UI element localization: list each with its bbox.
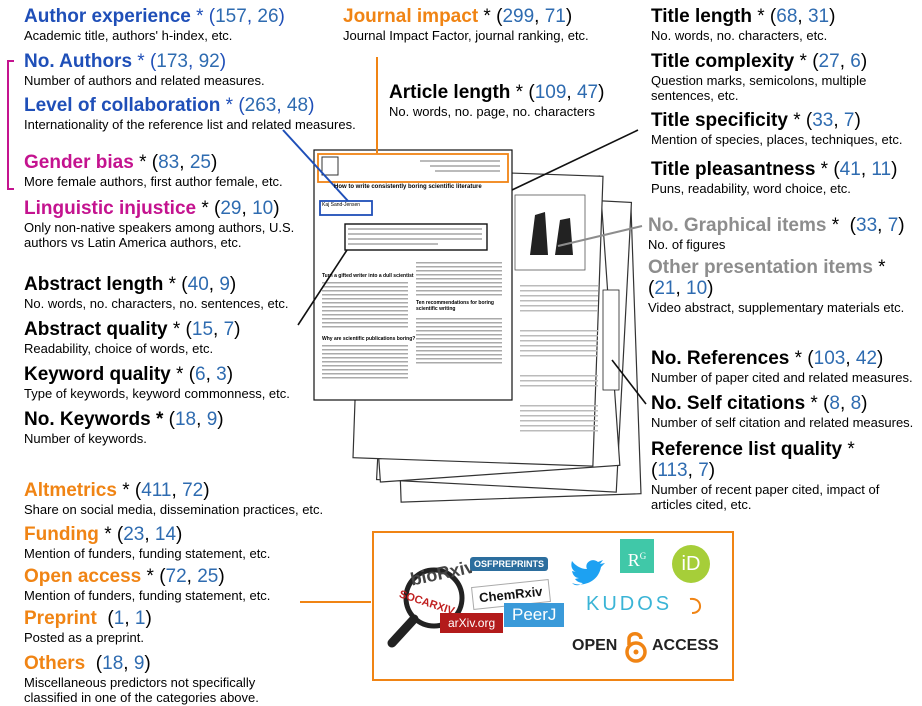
researchgate-logo: RG: [620, 539, 654, 573]
peerj-logo: PeerJ: [504, 603, 565, 627]
no-authors: No. Authors * (173, 92) Number of author…: [24, 51, 265, 88]
author-experience: Author experience * (157, 26) Academic t…: [24, 6, 285, 43]
open-access-lock-icon: [624, 631, 648, 668]
no-keywords: No. Keywords * (18, 9) Number of keyword…: [24, 409, 224, 446]
altmetrics: Altmetrics * (411, 72) Share on social m…: [24, 480, 324, 517]
gender-bracket: [7, 60, 14, 190]
arxiv-logo: arXiv.org: [440, 613, 504, 633]
abstract-connector: [297, 249, 348, 326]
graphics-connector: [557, 225, 643, 247]
open-science-logos: bioRxiv OSFPREPRINTS ChemRxiv SOCARXIV a…: [372, 531, 734, 681]
paper-section-3: Ten recommendations for boring scientifi…: [416, 300, 494, 312]
keyword-quality: Keyword quality * (6, 3) Type of keyword…: [24, 364, 290, 401]
paper-section-2: Why are scientific publications boring?: [322, 336, 416, 342]
article-length: Article length * (109, 47) No. words, no…: [389, 82, 605, 119]
abstract-highlight: [344, 223, 488, 251]
twitter-icon: [570, 559, 606, 596]
paper-stack: [313, 149, 642, 503]
abstract-quality: Abstract quality * (15, 7) Readability, …: [24, 319, 241, 356]
magnifier-icon: [384, 563, 474, 653]
references-connector: [611, 359, 647, 405]
title-pleasantness: Title pleasantness * (41, 11) Puns, read…: [651, 159, 898, 196]
title-specificity: Title specificity * (33, 7) Mention of s…: [651, 110, 903, 147]
orcid-logo: iD: [672, 545, 710, 583]
no-references: No. References * (103, 42) Number of pap…: [651, 348, 913, 385]
no-graphical-items: No. Graphical items * (33, 7) No. of fig…: [648, 215, 905, 252]
abstract-length: Abstract length * (40, 9) No. words, no.…: [24, 274, 289, 311]
paper-section-1: Turn a gifted writer into a dull scienti…: [322, 273, 414, 279]
title-length: Title length * (68, 31) No. words, no. c…: [651, 6, 836, 43]
preprint: Preprint (1, 1) Posted as a preprint.: [24, 608, 152, 645]
gender-bias: Gender bias * (83, 25) More female autho…: [24, 152, 283, 189]
open-access-text-open: OPEN: [572, 637, 618, 654]
journal-impact: Journal impact * (299, 71) Journal Impac…: [343, 6, 589, 43]
paper-title: How to write consistently boring scienti…: [334, 184, 482, 190]
kudos-logo: KUDOS: [586, 593, 673, 615]
osf-preprints-logo: OSFPREPRINTS: [470, 557, 549, 571]
title-connector: [511, 129, 639, 191]
open-access-text-access: ACCESS: [652, 637, 719, 654]
kudos-swirl-icon: [686, 595, 708, 622]
others: Others (18, 9) Miscellaneous predictors …: [24, 653, 259, 705]
linguistic-injustice: Linguistic injustice * (29, 10) Only non…: [24, 198, 295, 250]
open-access: Open access * (72, 25) Mention of funder…: [24, 566, 271, 603]
collaboration-connector: [282, 129, 349, 202]
no-self-citations: No. Self citations * (8, 8) Number of se…: [651, 393, 914, 430]
level-of-collaboration: Level of collaboration * (263, 48) Inter…: [24, 95, 356, 132]
title-complexity: Title complexity * (27, 6) Question mark…: [651, 51, 868, 103]
affiliation-highlight: [319, 200, 373, 216]
paper-author: Kaj Sand-Jensen: [322, 202, 361, 208]
reference-list-quality: Reference list quality * (113, 7) Number…: [651, 439, 880, 512]
other-presentation-items: Other presentation items * (21, 10) Vide…: [648, 257, 905, 315]
funding: Funding * (23, 14) Mention of funders, f…: [24, 524, 271, 561]
